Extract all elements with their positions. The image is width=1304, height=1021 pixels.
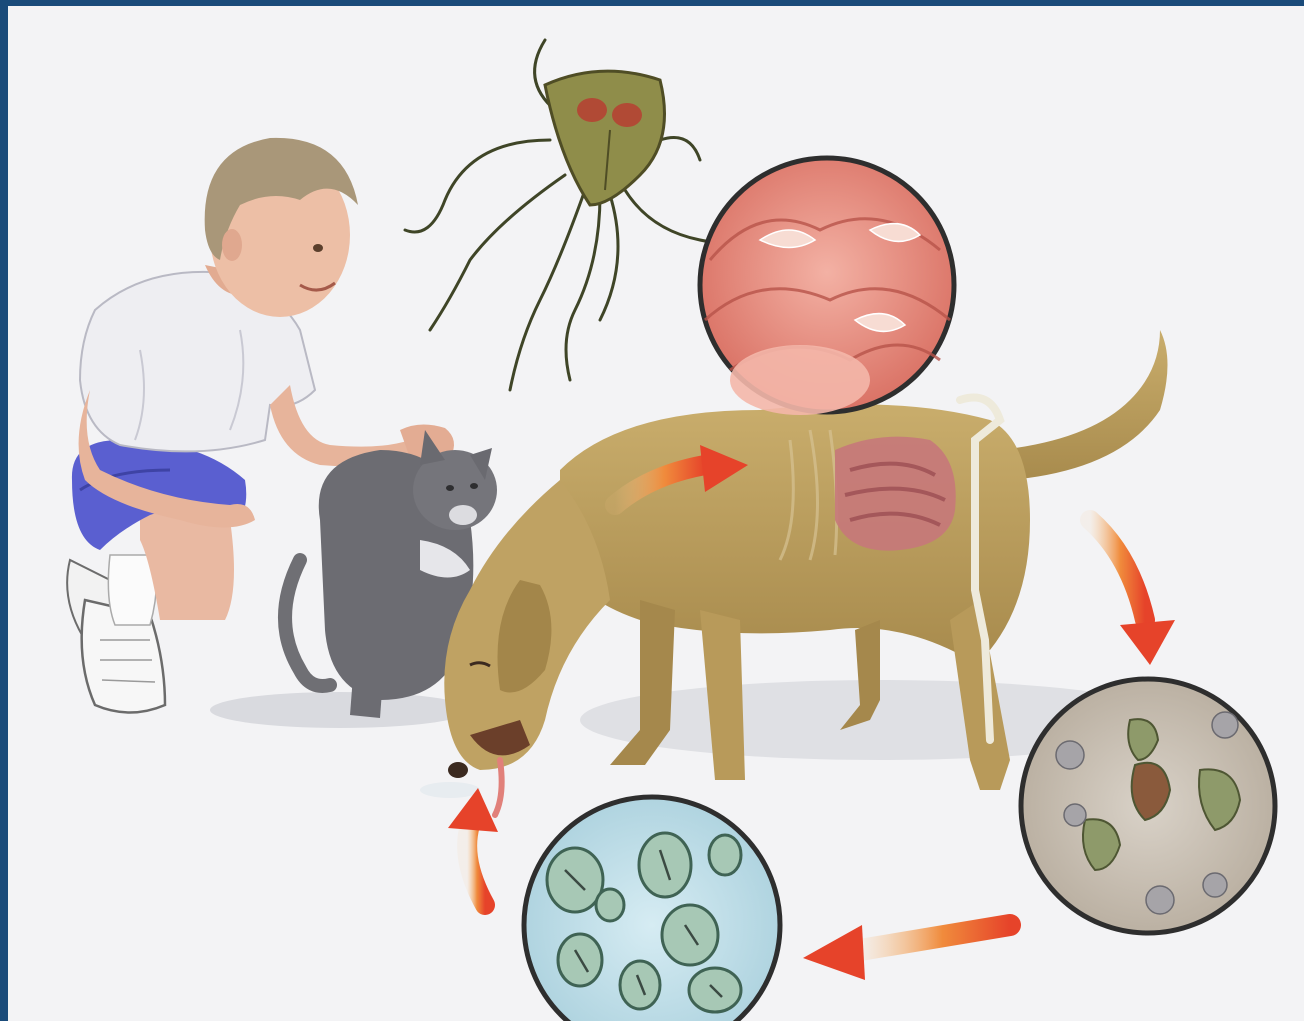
water-puddle xyxy=(420,782,480,798)
cat-front-leg xyxy=(350,650,385,718)
flagellate-parasite-illustration xyxy=(405,40,725,390)
intestine-magnified-circle xyxy=(700,158,954,415)
cat-shadow xyxy=(210,692,470,728)
dog-tail xyxy=(1000,330,1168,480)
child-ear xyxy=(222,229,242,261)
cat-muzzle xyxy=(449,505,477,525)
arrow-intestine-to-stool xyxy=(1090,520,1175,665)
cysts-magnified-circle xyxy=(524,797,780,1021)
cat-eye xyxy=(446,485,454,491)
child-eye xyxy=(313,244,323,252)
parasite-nucleus-right xyxy=(612,103,642,127)
arrow-water-to-dog xyxy=(448,788,498,905)
dog-nose xyxy=(448,762,468,778)
lifecycle-diagram xyxy=(8,6,1304,1021)
trophozoites-magnified-circle xyxy=(1021,679,1275,933)
cat-eye-2 xyxy=(470,483,478,489)
arrow-stool-to-water xyxy=(803,925,1010,980)
parasite-nucleus-left xyxy=(577,98,607,122)
